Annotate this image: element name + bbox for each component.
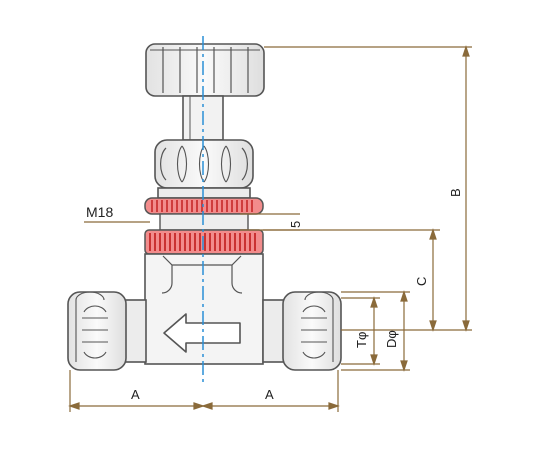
dimension-t-label: Tφ	[354, 331, 369, 348]
handle-knob	[145, 43, 265, 97]
dimension-lines	[68, 45, 472, 412]
gap-sleeve	[159, 213, 249, 231]
dimension-a-left-label: A	[131, 387, 140, 402]
thread-size-label: M18	[86, 204, 114, 220]
lock-ring-m18	[144, 197, 264, 215]
dimension-c-label: C	[414, 276, 429, 286]
valve-stem	[182, 95, 224, 141]
body-ring	[144, 229, 264, 255]
bonnet-nut	[154, 139, 254, 199]
valve-body	[144, 253, 264, 365]
left-fitting	[67, 291, 147, 371]
dimension-d-label: Dφ	[384, 330, 399, 348]
dimension-b-label: B	[448, 188, 463, 197]
gap-dimension-label: 5	[288, 220, 303, 228]
right-fitting	[262, 291, 342, 371]
arrow-left-icon	[163, 313, 241, 353]
dimension-a-right-label: A	[265, 387, 274, 402]
